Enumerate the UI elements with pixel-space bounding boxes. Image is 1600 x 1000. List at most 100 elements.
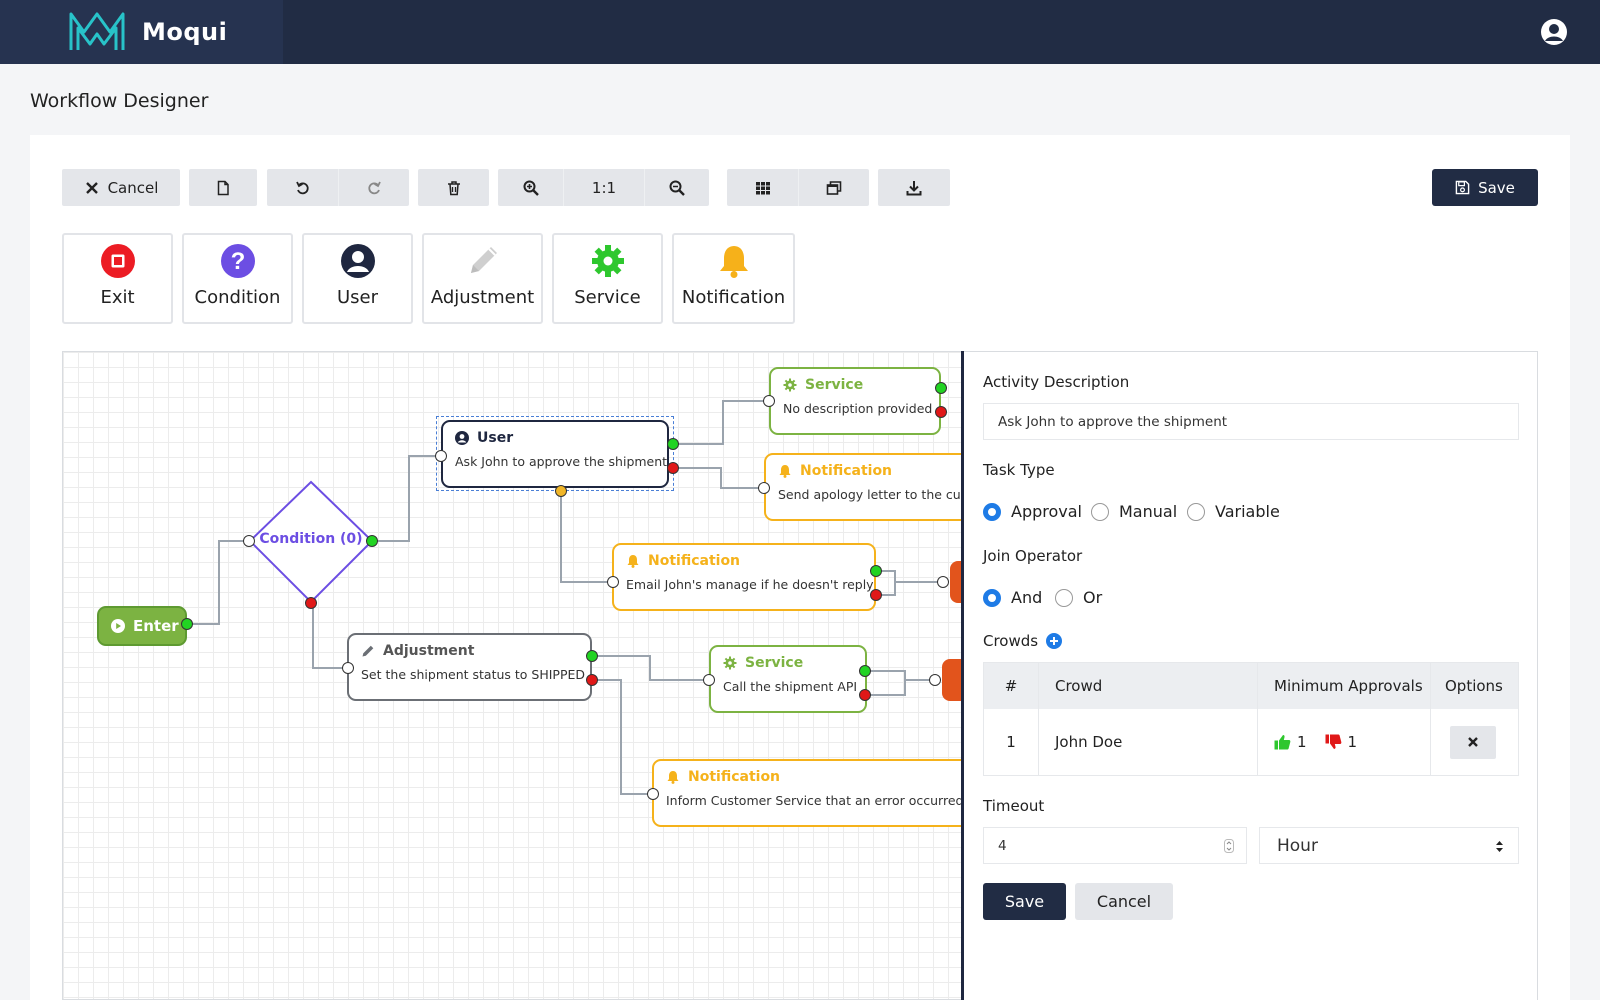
user-approve-port[interactable] (667, 438, 679, 450)
edge-user-service (678, 400, 771, 445)
zoom-reset-button[interactable]: 1:1 (563, 169, 644, 206)
service2-error-port[interactable] (859, 689, 871, 701)
crowds-label: Crowds (983, 632, 1039, 650)
adjustment-success-port[interactable] (586, 650, 598, 662)
adjustment-in-port[interactable] (342, 662, 354, 674)
condition-true-port[interactable] (366, 535, 378, 547)
bell-icon (627, 555, 639, 568)
condition-node-label[interactable]: Condition (0) (259, 531, 363, 547)
palette-exit[interactable]: Exit (62, 233, 173, 324)
enter-node[interactable]: Enter (97, 606, 187, 646)
node-title: Notification (688, 769, 781, 785)
stop-icon (100, 244, 135, 278)
service1-error-port[interactable] (935, 406, 947, 418)
zoom-out-icon (669, 180, 685, 196)
node-description: Ask John to approve the shipment (455, 454, 668, 469)
trash-icon (447, 180, 460, 195)
svg-text:?: ? (230, 248, 245, 275)
edge-condition-adjustment (312, 603, 348, 669)
notification2-success-port[interactable] (870, 565, 882, 577)
activity-description-label: Activity Description (983, 373, 1130, 391)
exit-b-in-port[interactable] (929, 674, 941, 686)
notification-node-3[interactable]: Notification Inform Customer Service tha… (652, 759, 962, 827)
service-node-1[interactable]: Service No description provided (769, 367, 941, 435)
join-and-radio[interactable]: And (983, 588, 1042, 607)
save-button[interactable]: Save (1432, 169, 1538, 206)
service1-success-port[interactable] (935, 382, 947, 394)
service2-success-port[interactable] (859, 665, 871, 677)
account-icon[interactable] (1540, 18, 1568, 46)
bell-icon (779, 465, 791, 478)
user-timeout-port[interactable] (555, 485, 567, 497)
thumbs-down-icon (1325, 734, 1341, 749)
activity-description-input[interactable]: Ask John to approve the shipment (983, 403, 1519, 440)
join-or-radio[interactable]: Or (1055, 588, 1102, 607)
notification-node-1[interactable]: Notification Send apology letter to the … (764, 453, 962, 521)
delete-button[interactable] (418, 169, 489, 206)
remove-crowd-button[interactable] (1450, 725, 1496, 759)
minimum-approvals-cell: 1 1 (1258, 709, 1431, 775)
redo-icon (368, 181, 381, 194)
palette-label: Service (574, 287, 641, 308)
task-type-variable-radio[interactable]: Variable (1187, 502, 1280, 521)
node-description: Inform Customer Service that an error oc… (666, 793, 962, 808)
palette-user[interactable]: User (302, 233, 413, 324)
task-type-approval-radio[interactable]: Approval (983, 502, 1082, 521)
task-type-label: Task Type (983, 461, 1055, 479)
service-node-2[interactable]: Service Call the shipment API (709, 645, 867, 713)
notification2-in-port[interactable] (607, 576, 619, 588)
task-type-manual-radio[interactable]: Manual (1091, 502, 1177, 521)
timeout-input[interactable]: 4 (983, 827, 1247, 864)
redo-button[interactable] (338, 169, 409, 206)
palette-service[interactable]: Service (552, 233, 663, 324)
notification2-error-port[interactable] (870, 589, 882, 601)
join-operator-label: Join Operator (983, 547, 1083, 565)
service2-in-port[interactable] (703, 674, 715, 686)
windows-button[interactable] (798, 169, 869, 206)
palette-adjustment[interactable]: Adjustment (422, 233, 543, 324)
column-header: # (984, 663, 1039, 709)
top-navbar: Moqui (0, 0, 1600, 64)
panel-divider[interactable] (961, 351, 964, 1000)
notification-node-2[interactable]: Notification Email John's manage if he d… (612, 543, 876, 611)
download-button[interactable] (878, 169, 950, 206)
node-title: Notification (800, 463, 893, 479)
window-restore-icon (826, 180, 842, 195)
condition-false-port[interactable] (305, 597, 317, 609)
brand[interactable]: Moqui (0, 0, 283, 64)
adjustment-error-port[interactable] (586, 674, 598, 686)
zoom-out-button[interactable] (644, 169, 709, 206)
palette-condition[interactable]: ? Condition (182, 233, 293, 324)
exit-node-a (950, 561, 962, 603)
node-description: Send apology letter to the cust (778, 487, 962, 502)
edge-adjustment-service (594, 655, 709, 681)
zoom-in-button[interactable] (498, 169, 563, 206)
user-node[interactable]: User Ask John to approve the shipment (441, 420, 669, 488)
add-crowd-icon[interactable] (1046, 633, 1063, 649)
user-icon (455, 431, 469, 445)
props-save-button[interactable]: Save (983, 883, 1066, 920)
notification1-in-port[interactable] (758, 482, 770, 494)
grid-button[interactable] (727, 169, 798, 206)
service1-in-port[interactable] (763, 395, 775, 407)
workflow-canvas[interactable]: Enter Condition (0) User Ask John to app… (62, 351, 962, 1000)
undo-button[interactable] (267, 169, 338, 206)
zoom-in-icon (523, 180, 539, 196)
cancel-button[interactable]: Cancel (62, 169, 180, 206)
new-document-button[interactable] (189, 169, 257, 206)
node-description: Email John's manage if he doesn't reply (626, 577, 874, 592)
condition-in-port[interactable] (243, 535, 255, 547)
exit-a-in-port[interactable] (937, 576, 949, 588)
spinner-icon[interactable] (1224, 839, 1234, 853)
cancel-label: Cancel (107, 178, 159, 197)
palette-notification[interactable]: Notification (672, 233, 795, 324)
props-cancel-button[interactable]: Cancel (1075, 883, 1173, 920)
enter-out-port[interactable] (181, 618, 193, 630)
file-icon (217, 180, 229, 195)
notification3-in-port[interactable] (647, 788, 659, 800)
adjustment-node[interactable]: Adjustment Set the shipment status to SH… (347, 633, 592, 701)
user-in-port[interactable] (435, 450, 447, 462)
timeout-unit-select[interactable]: Hour (1259, 827, 1519, 864)
user-reject-port[interactable] (667, 462, 679, 474)
options-cell (1431, 709, 1518, 775)
